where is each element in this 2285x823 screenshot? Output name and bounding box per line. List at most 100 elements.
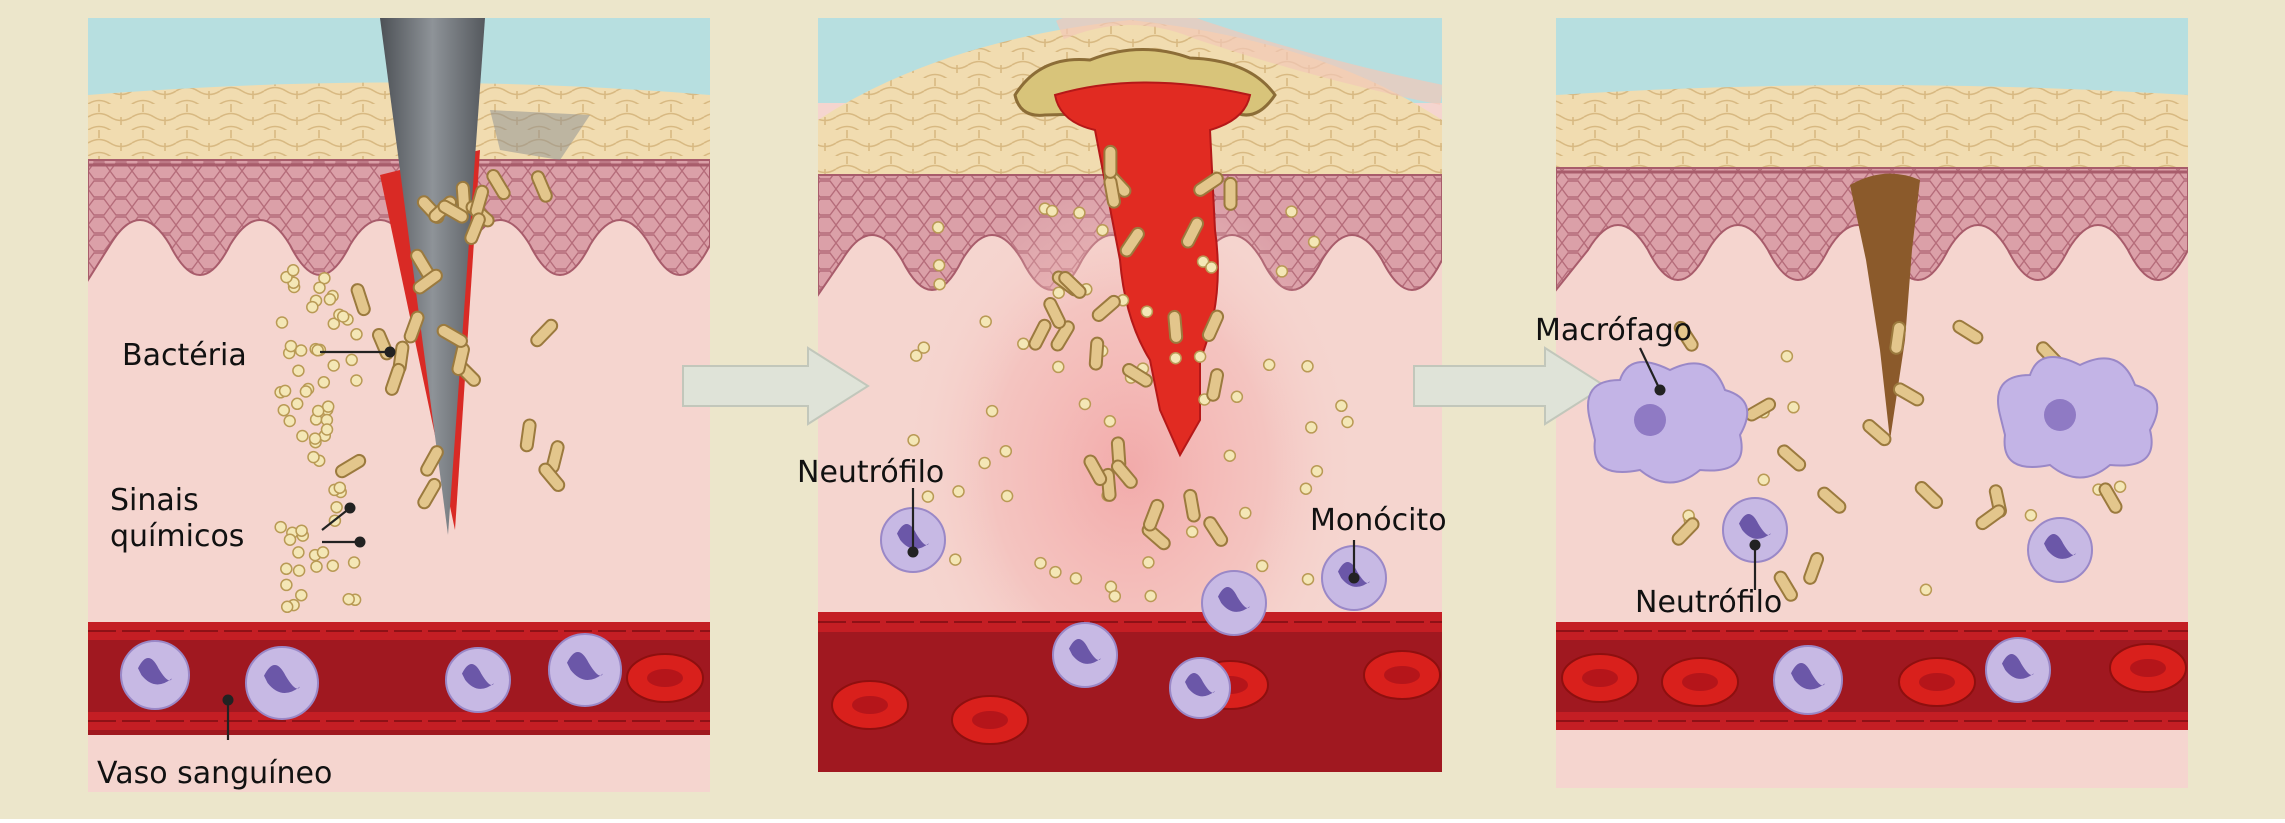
chemical-signal-dot	[1758, 474, 1769, 485]
immune-cell	[446, 648, 510, 712]
chemical-signal-dot	[934, 279, 945, 290]
chemical-signal-dot	[2115, 481, 2126, 492]
chemical-signal-dot	[1035, 558, 1046, 569]
chemical-signal-dot	[1342, 417, 1353, 428]
chemical-signal-dot	[1257, 560, 1268, 571]
chemical-signal-dot	[312, 345, 323, 356]
label-neutrophil-panel3: Neutrófilo	[1635, 585, 1782, 620]
chemical-signal-dot	[314, 282, 325, 293]
immune-cell	[121, 641, 189, 709]
chemical-signal-dot	[1286, 206, 1297, 217]
chemical-signal-dot	[1336, 400, 1347, 411]
chemical-signal-dot	[313, 406, 324, 417]
chemical-signal-dot	[980, 316, 991, 327]
immune-cell	[2028, 518, 2092, 582]
bacterium	[1104, 146, 1116, 178]
immune-cell	[1053, 623, 1117, 687]
chemical-signal-dot	[922, 491, 933, 502]
label-blood-vessel: Vaso sanguíneo	[97, 756, 332, 791]
chemical-signal-dot	[1276, 266, 1287, 277]
chemical-signal-dot	[284, 416, 295, 427]
chemical-signal-dot	[282, 601, 293, 612]
chemical-signal-dot	[281, 579, 292, 590]
chemical-signal-dot	[1224, 450, 1235, 461]
chemical-signal-dot	[343, 594, 354, 605]
chemical-signal-dot	[1141, 306, 1152, 317]
chemical-signal-dot	[292, 398, 303, 409]
red-blood-cell	[1662, 658, 1738, 706]
chemical-signal-dot	[318, 377, 329, 388]
chemical-signal-dot	[300, 386, 311, 397]
chemical-signal-dot	[1311, 466, 1322, 477]
blood-vessel	[818, 615, 1442, 772]
chemical-signal-dot	[979, 458, 990, 469]
chemical-signal-dot	[307, 302, 318, 313]
label-chemical-signals-2: químicos	[110, 519, 244, 554]
chemical-signal-dot	[1002, 491, 1013, 502]
chemical-signal-dot	[328, 360, 339, 371]
chemical-signal-dot	[310, 433, 321, 444]
chemical-signal-dot	[296, 590, 307, 601]
chemical-signal-dot	[1145, 591, 1156, 602]
chemical-signal-dot	[1050, 567, 1061, 578]
chemical-signal-dot	[1018, 338, 1029, 349]
chemical-signal-dot	[293, 547, 304, 558]
chemical-signal-dot	[1781, 351, 1792, 362]
red-blood-cell	[1364, 651, 1440, 699]
chemical-signal-dot	[911, 350, 922, 361]
chemical-signal-dot	[1920, 584, 1931, 595]
chemical-signal-dot	[324, 294, 335, 305]
chemical-signal-dot	[338, 311, 349, 322]
chemical-signal-dot	[334, 482, 345, 493]
chemical-signal-dot	[1079, 399, 1090, 410]
chemical-signal-dot	[1104, 416, 1115, 427]
immune-cell	[1202, 571, 1266, 635]
red-blood-cell	[1899, 658, 1975, 706]
chemical-signal-dot	[1302, 361, 1313, 372]
chemical-signal-dot	[351, 375, 362, 386]
chemical-signal-dot	[277, 317, 288, 328]
chemical-signal-dot	[308, 452, 319, 463]
chemical-signal-dot	[1000, 446, 1011, 457]
chemical-signal-dot	[1309, 236, 1320, 247]
immune-cell	[549, 634, 621, 706]
chemical-signal-dot	[953, 486, 964, 497]
red-blood-cell	[832, 681, 908, 729]
red-blood-cell	[2110, 644, 2186, 692]
chemical-signal-dot	[908, 435, 919, 446]
red-blood-cell	[627, 654, 703, 702]
bacterium	[1225, 178, 1237, 210]
chemical-signal-dot	[933, 222, 944, 233]
chemical-signal-dot	[1143, 557, 1154, 568]
panel-inflammation	[818, 15, 1442, 772]
chemical-signal-dot	[1187, 526, 1198, 537]
chemical-signal-dot	[346, 354, 357, 365]
chemical-signal-dot	[1053, 361, 1064, 372]
chemical-signal-dot	[1231, 391, 1242, 402]
chemical-signal-dot	[1300, 483, 1311, 494]
bacterium	[1089, 337, 1103, 370]
chemical-signal-dot	[275, 522, 286, 533]
chemical-signal-dot	[331, 502, 342, 513]
immune-cell	[1986, 638, 2050, 702]
red-blood-cell	[1562, 654, 1638, 702]
chemical-signal-dot	[1047, 206, 1058, 217]
chemical-signal-dot	[288, 265, 299, 276]
chemical-signal-dot	[327, 560, 338, 571]
chemical-signal-dot	[281, 563, 292, 574]
chemical-signal-dot	[1070, 573, 1081, 584]
immune-cell	[1774, 646, 1842, 714]
chemical-signal-dot	[934, 260, 945, 271]
chemical-signal-dot	[1240, 508, 1251, 519]
chemical-signal-dot	[1195, 351, 1206, 362]
chemical-signal-dot	[1264, 359, 1275, 370]
chemical-signal-dot	[285, 341, 296, 352]
immune-cell	[1170, 658, 1230, 718]
chemical-signal-dot	[318, 547, 329, 558]
red-blood-cell	[952, 696, 1028, 744]
chemical-signal-dot	[296, 525, 307, 536]
chemical-signal-dot	[293, 365, 304, 376]
chemical-signal-dot	[294, 565, 305, 576]
